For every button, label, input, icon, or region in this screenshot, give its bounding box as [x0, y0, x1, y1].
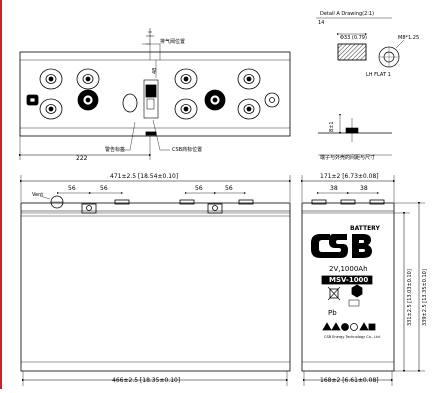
detail-note: LH FLAT 1	[366, 72, 391, 78]
detail-dim-a: 14	[318, 20, 325, 26]
model-plate	[321, 275, 373, 285]
vent-cap	[122, 93, 138, 113]
dim-center-label: 222	[76, 155, 88, 162]
battery-word: BATTERY	[350, 225, 380, 232]
front-spacing-3: 56	[195, 185, 203, 192]
dim-terminal-label: 48	[152, 67, 158, 74]
vent-label: Vent	[32, 192, 44, 198]
front-view	[19, 175, 292, 386]
terminal-post	[264, 92, 280, 108]
csb-position-label: CSB商标位置	[172, 147, 203, 153]
side-detail	[318, 114, 392, 156]
center-logo-block	[143, 79, 159, 119]
terminal-post	[76, 68, 100, 90]
front-width-bottom: 466±2.5 [18.35±0.10]	[112, 377, 181, 384]
side-detail-note: 端子与外壳的间距与尺寸	[320, 155, 376, 161]
front-width-top: 471±2.5 [18.54±0.10]	[110, 173, 179, 180]
side-width-bottom: 168±2 [6.61±0.08]	[320, 377, 379, 384]
detail-a	[316, 17, 405, 68]
terminal-post	[237, 98, 261, 120]
side-spacing-1: 38	[330, 185, 338, 192]
polarity-mark-icon	[26, 94, 39, 106]
terminal-post	[39, 98, 63, 120]
top-view	[18, 28, 291, 160]
csb-brand-logo-icon	[311, 234, 372, 258]
terminal-post	[237, 68, 261, 90]
warning-label-text: 警告标签	[105, 147, 126, 153]
pb-recycle-icon	[351, 284, 363, 298]
terminal-section-hatch	[337, 43, 367, 61]
side-case	[301, 202, 395, 372]
side-detail-dim: 8±1	[329, 121, 335, 132]
warning-label-icon	[146, 98, 155, 110]
terminal-post	[204, 89, 226, 111]
terminal-post	[174, 98, 198, 120]
safety-warning-icons	[322, 322, 376, 331]
terminal-post	[174, 68, 198, 90]
detail-hole-label: Φ33 (0.79)	[340, 35, 367, 41]
csb-logo-icon	[145, 84, 157, 98]
detail-bolt-label: M8*1.25	[398, 35, 420, 41]
front-case	[20, 202, 291, 372]
terminal-post	[77, 89, 99, 111]
front-spacing-1: 56	[68, 185, 76, 192]
side-height-outer: 339±2.5 [13.35±0.10]	[422, 269, 428, 326]
side-height-inner: 331±2.5 [13.03±0.10]	[407, 269, 413, 326]
side-width-top: 171±2 [6.73±0.08]	[320, 173, 379, 180]
vent-slot-icon	[145, 131, 157, 136]
detail-title: Detail A Drawing(2:1)	[320, 11, 375, 17]
rating-text: 2V,1000Ah	[329, 265, 368, 273]
front-spacing-2: 56	[100, 185, 108, 192]
gas-vent-label: 排气阀位置	[160, 39, 186, 45]
top-view-outline	[19, 51, 291, 137]
front-spacing-4: 56	[225, 185, 233, 192]
side-spacing-2: 38	[360, 185, 368, 192]
lead-symbol: Pb	[328, 309, 337, 317]
side-view	[300, 175, 425, 386]
model-text: MSV-1000	[329, 276, 369, 284]
qr-code-icon	[348, 299, 360, 307]
company-text: CSB Energy Technology Co., Ltd.	[324, 335, 381, 339]
recycle-bin-icon	[327, 286, 341, 301]
terminal-post	[39, 68, 63, 90]
